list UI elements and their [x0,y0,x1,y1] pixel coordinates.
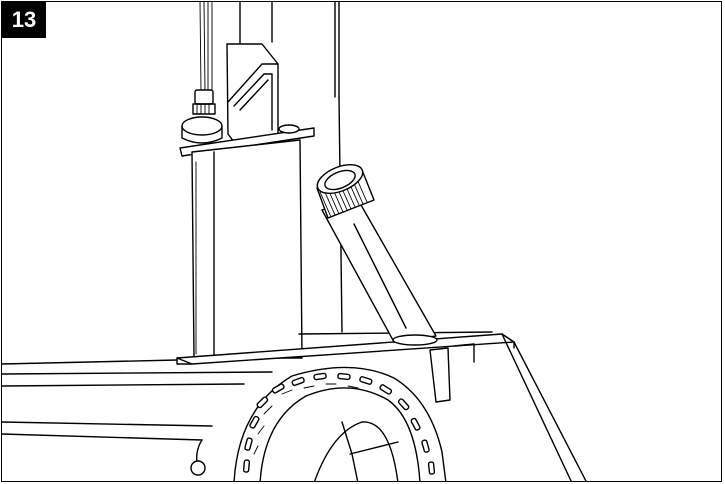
angled-feed-tube [321,197,438,346]
knurled-cap [316,163,375,219]
side-flange [429,333,587,481]
wheel [233,366,447,481]
upper-bracket [226,43,279,143]
cable-connector [181,2,223,144]
support-column [191,139,303,359]
step-number-badge: 13 [2,2,46,38]
frame-rail [2,359,273,476]
